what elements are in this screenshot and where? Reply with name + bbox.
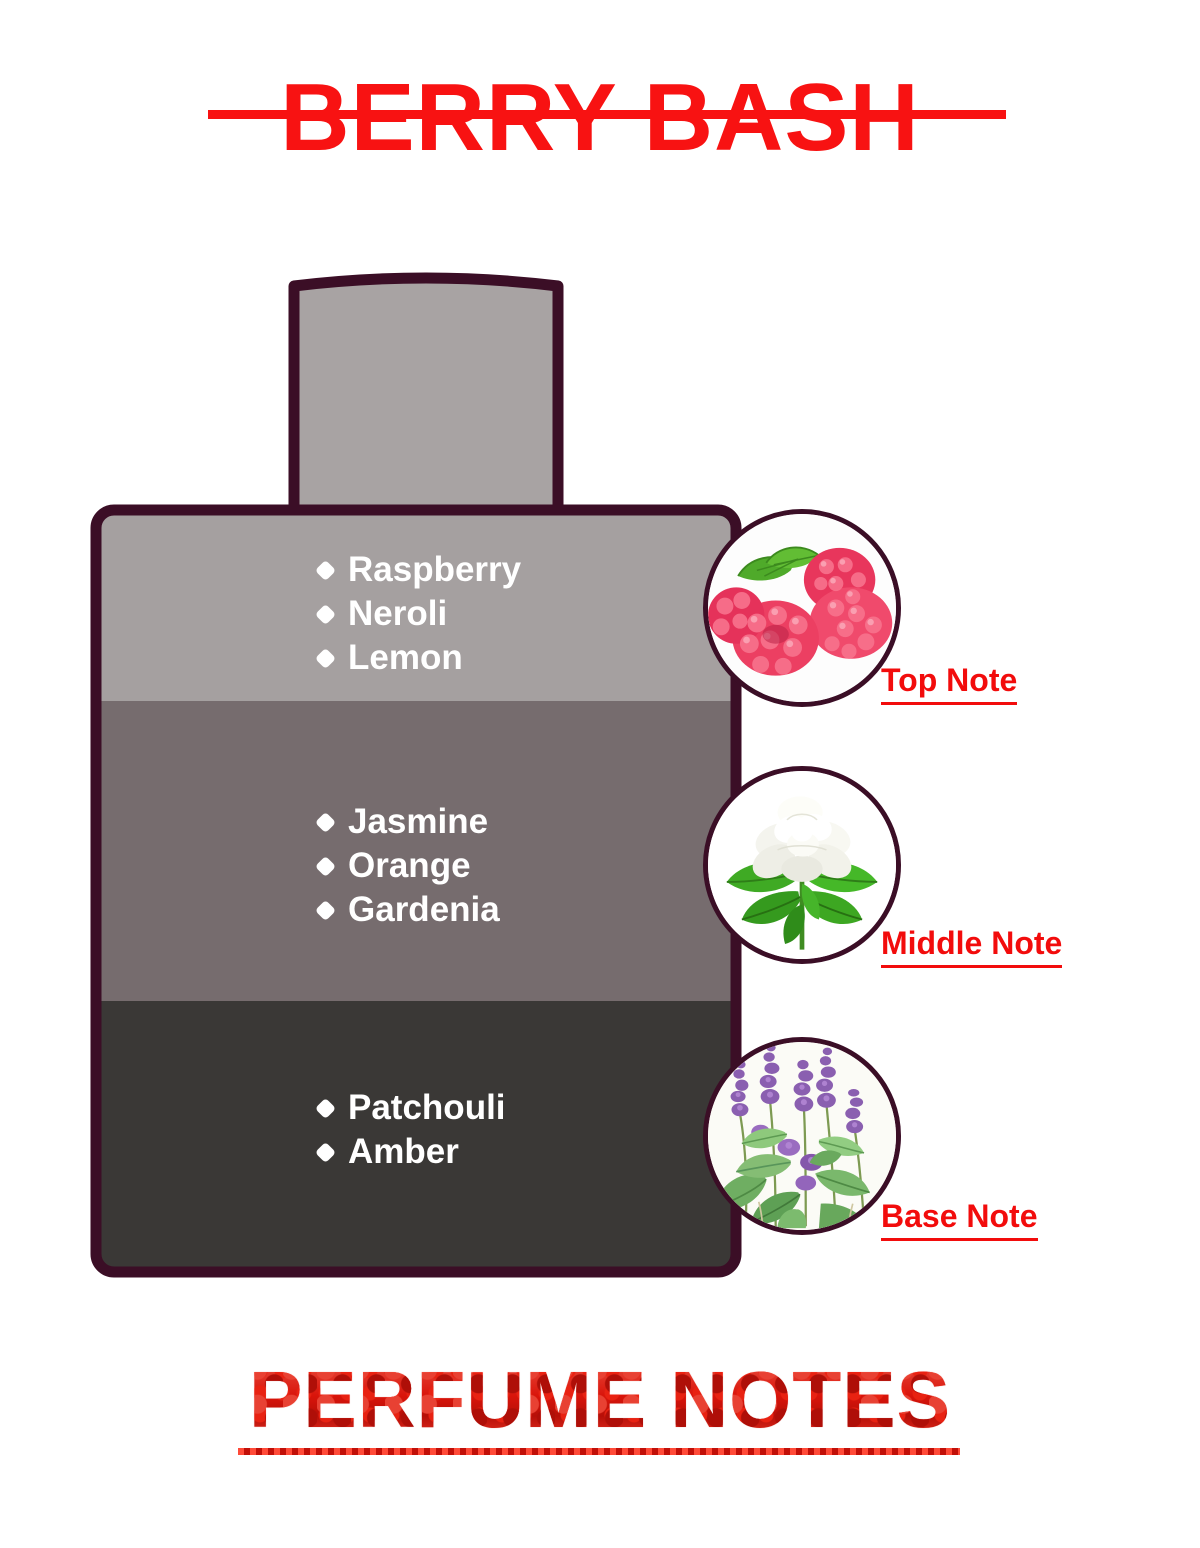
bullet-icon: [314, 811, 337, 833]
top-note-label-underline: [881, 702, 1017, 705]
base-note-label-underline: [881, 1238, 1038, 1241]
spike: [845, 1089, 864, 1134]
page-title-underline: [208, 110, 1006, 119]
bullet-icon: [314, 559, 337, 581]
note-item-label: Lemon: [348, 638, 463, 677]
footer-title-underline: [238, 1448, 960, 1455]
spike: [816, 1047, 836, 1108]
bullet-icon: [314, 855, 337, 877]
base-note-label-text: Base Note: [881, 1198, 1038, 1234]
list-item: Gardenia: [314, 888, 500, 932]
bullet-icon: [314, 647, 337, 669]
note-item-label: Neroli: [348, 594, 448, 633]
spike: [759, 1043, 780, 1105]
middle-note-label-underline: [881, 965, 1062, 968]
list-item: Amber: [314, 1130, 506, 1174]
top-note-label: Top Note: [881, 662, 1017, 705]
middle-note-label: Middle Note: [881, 925, 1062, 968]
bullet-icon: [314, 1097, 337, 1119]
bottle-cap: [288, 272, 564, 524]
list-item: Jasmine: [314, 800, 500, 844]
note-item-label: Jasmine: [348, 802, 489, 841]
bullet-icon: [314, 899, 337, 921]
bullet-icon: [314, 1141, 337, 1163]
note-item-label: Amber: [348, 1132, 459, 1171]
note-item-label: Patchouli: [348, 1088, 506, 1127]
jasmine-flower-icon: [703, 766, 901, 964]
middle-note-list: Jasmine Orange Gardenia: [314, 800, 500, 932]
patchouli-plant-icon: [703, 1037, 901, 1235]
raspberry-icon: [703, 509, 901, 707]
list-item: Raspberry: [314, 548, 522, 592]
list-item: Orange: [314, 844, 500, 888]
top-note-list: Raspberry Neroli Lemon: [314, 548, 522, 680]
base-note-label: Base Note: [881, 1198, 1038, 1241]
note-item-label: Gardenia: [348, 890, 500, 929]
list-item: Patchouli: [314, 1086, 506, 1130]
footer-title-text: PERFUME NOTES: [249, 1355, 951, 1444]
footer-title: PERFUME NOTES: [0, 1360, 1200, 1440]
top-note-label-text: Top Note: [881, 662, 1018, 698]
note-item-label: Orange: [348, 846, 471, 885]
bullet-icon: [314, 603, 337, 625]
base-note-list: Patchouli Amber: [314, 1086, 506, 1174]
middle-note-label-text: Middle Note: [881, 925, 1063, 961]
note-item-label: Raspberry: [348, 550, 522, 589]
list-item: Lemon: [314, 636, 521, 680]
list-item: Neroli: [314, 592, 521, 636]
